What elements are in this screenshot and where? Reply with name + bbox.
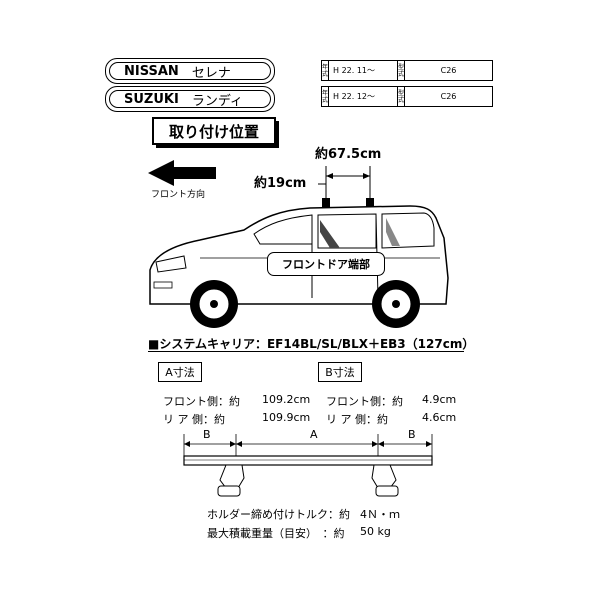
vehicle-spec-table: 年式 H 22. 11～ 型式 C26 [320,60,493,81]
front-door-callout-text: フロントドア端部 [282,258,370,271]
max-load-label: 最大積載重量（目安） ：約 [207,527,345,540]
vehicle-model: ランディ [191,93,243,109]
year-value: H 22. 11～ [328,60,399,81]
b-right-diagram-label: B [408,428,416,441]
vehicle-name-pill: NISSAN セレナ [105,58,275,84]
a-diagram-label: A [310,428,318,441]
year-value: H 22. 12～ [328,86,399,107]
torque-value: 4Ｎ・ｍ [360,508,400,521]
front-offset-dimension: 約19cm [254,176,307,191]
b-rear-value: 4.6cm [422,411,457,424]
front-direction-label: フロント方向 [151,190,206,200]
front-door-callout: フロントドア端部 [267,252,385,276]
table-row: 年式 H 22. 12～ 型式 C26 [320,86,493,107]
type-label: 型式 [397,60,406,81]
vehicle-spec-table: 年式 H 22. 12～ 型式 C26 [320,86,493,107]
year-label: 年式 [320,86,330,107]
a-front-value: 109.2cm [262,393,311,406]
vehicle-model: セレナ [191,65,231,81]
torque-label: ホルダー締め付けトルク：約 [207,508,350,521]
system-carrier-heading: ■システムキャリア：EF14BL/SL/BLX＋EB3（127cm） [148,337,475,351]
vehicle-illustration [149,166,449,328]
crossbar-diagram [183,434,433,497]
b-left-diagram-label: B [203,428,211,441]
heading-underline [148,351,464,352]
vehicle-name-pill: SUZUKI ランディ [105,86,275,112]
b-front-label: フロント側：約 [326,395,403,408]
a-rear-value: 109.9cm [262,411,311,424]
max-load-value: 50 kg [360,525,391,538]
type-value: C26 [404,86,493,107]
b-rear-label: リ ア 側：約 [326,413,388,426]
table-row: 年式 H 22. 11～ 型式 C26 [320,60,493,81]
mount-position-title: 取り付け位置 [152,117,279,148]
rack-spacing-dimension: 約67.5cm [315,147,382,162]
vehicle-make: SUZUKI [124,91,179,107]
b-front-value: 4.9cm [422,393,457,406]
a-front-label: フロント側：約 [163,395,240,408]
a-dimension-title: A寸法 [158,362,202,382]
type-value: C26 [404,60,493,81]
a-rear-label: リ ア 側：約 [163,413,225,426]
year-label: 年式 [320,60,330,81]
b-dimension-title: B寸法 [318,362,362,382]
mount-title-text: 取り付け位置 [168,122,259,141]
vehicle-make: NISSAN [124,63,179,79]
front-direction-arrow-icon [148,160,216,186]
type-label: 型式 [397,86,406,107]
